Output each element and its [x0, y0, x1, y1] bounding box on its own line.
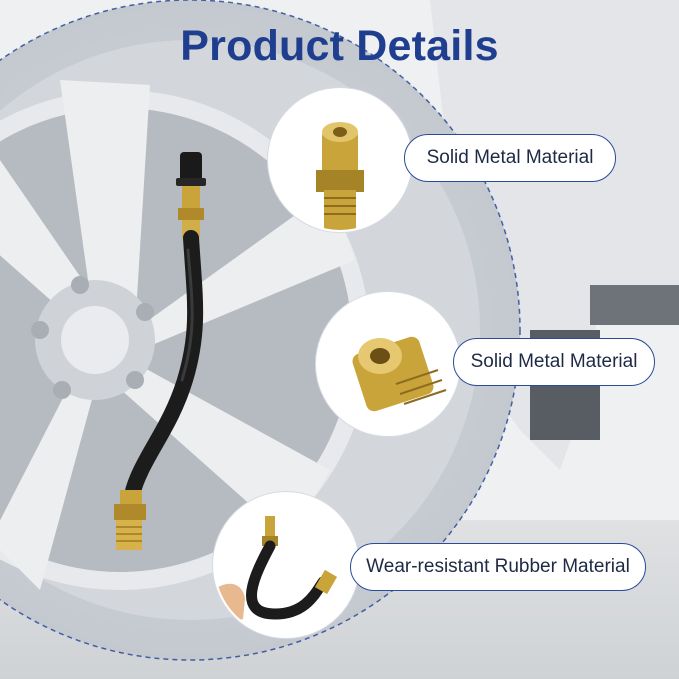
- detail-label-3: Wear-resistant Rubber Material: [350, 543, 646, 591]
- detail-image-3: [213, 492, 359, 638]
- valve-core-closeup-icon: [270, 90, 410, 230]
- detail-label-2: Solid Metal Material: [453, 338, 655, 386]
- threaded-nut-closeup-icon: [318, 294, 458, 434]
- detail-label-1: Solid Metal Material: [404, 134, 616, 182]
- detail-image-2: [316, 292, 460, 436]
- page-title: Product Details: [180, 22, 499, 70]
- detail-image-1: [268, 88, 412, 232]
- hand-bending-hose-icon: [215, 494, 357, 636]
